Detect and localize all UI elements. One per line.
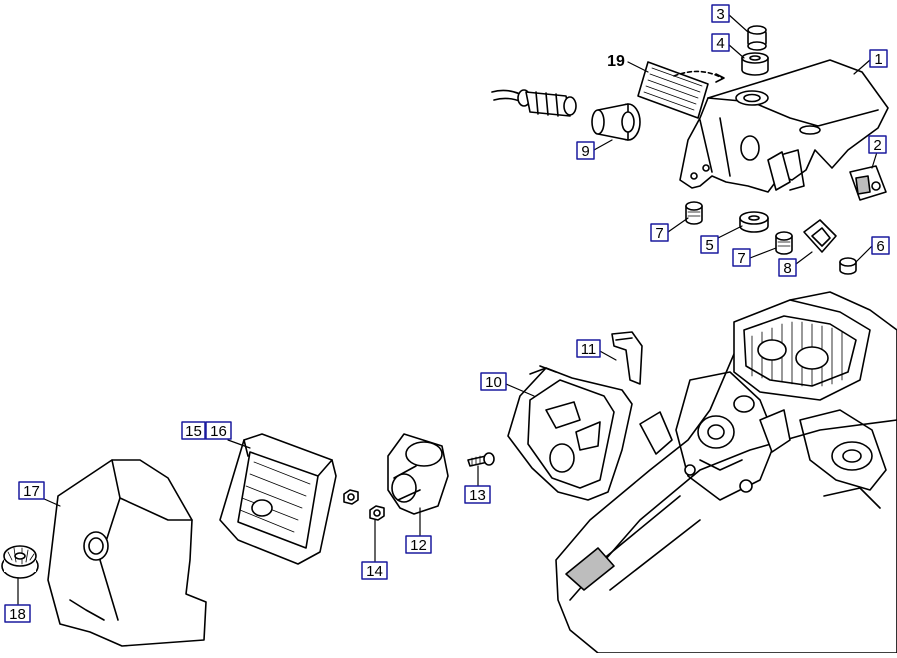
part-8-clip	[803, 219, 837, 253]
callout-12: 12	[405, 535, 432, 554]
callout-10: 10	[480, 372, 507, 391]
part-6-cap	[839, 257, 857, 275]
part-9-grommet	[591, 103, 641, 141]
callout-14-label: 14	[366, 563, 383, 580]
callout-6: 6	[871, 236, 890, 255]
part-2-latch	[849, 165, 887, 201]
leader-lines	[17, 13, 878, 605]
callout-10-label: 10	[485, 374, 502, 391]
callout-17-label: 17	[23, 483, 40, 500]
callout-7a-label: 7	[655, 225, 663, 242]
callout-5: 5	[700, 235, 719, 254]
callout-16-label: 16	[210, 423, 227, 440]
callout-15: 15	[181, 421, 206, 440]
part-10-baffle	[507, 365, 633, 501]
callout-2-label: 2	[873, 137, 881, 154]
part-11-bracket	[611, 331, 643, 385]
callout-14: 14	[361, 561, 388, 580]
callout-3-label: 3	[716, 6, 724, 23]
callout-4: 4	[711, 33, 730, 52]
callout-6-label: 6	[876, 238, 884, 255]
part-7a-buffer	[685, 201, 703, 225]
callout-19: 19	[607, 53, 625, 70]
engine-housing	[555, 291, 897, 654]
callout-3: 3	[711, 4, 730, 23]
callout-2: 2	[868, 135, 887, 154]
callout-11: 11	[576, 339, 601, 358]
callout-18-label: 18	[9, 606, 26, 623]
part-4-rubber-mount	[741, 52, 769, 76]
fuel-hose-connector	[491, 89, 577, 117]
part-19-screen	[637, 61, 725, 119]
callout-8-label: 8	[783, 260, 791, 277]
callout-7b: 7	[732, 248, 751, 267]
callout-7b-label: 7	[737, 250, 745, 267]
part-18-knob	[1, 545, 39, 579]
part-7b-buffer	[775, 231, 793, 255]
callout-8: 8	[778, 258, 797, 277]
part-3-plug	[747, 25, 767, 51]
callout-5-label: 5	[705, 237, 713, 254]
callout-4-label: 4	[716, 35, 724, 52]
callout-17: 17	[18, 481, 45, 500]
callout-13: 13	[464, 485, 491, 504]
callout-1: 1	[869, 49, 888, 68]
callout-9: 9	[576, 141, 595, 160]
part-1-shroud	[679, 59, 889, 193]
callout-labels: 1 2 3 4 5 6 7 7	[4, 4, 890, 623]
callout-13-label: 13	[469, 487, 486, 504]
part-17-top-cover	[47, 459, 207, 647]
part-14-nuts	[343, 489, 385, 521]
part-15-16-air-filter	[219, 433, 337, 565]
callout-12-label: 12	[410, 537, 427, 554]
part-12-manifold	[387, 433, 449, 515]
callout-15-label: 15	[185, 423, 202, 440]
part-13-screw	[467, 452, 495, 467]
callout-1-label: 1	[874, 51, 882, 68]
callout-11-label: 11	[581, 341, 597, 358]
callout-18: 18	[4, 604, 31, 623]
callout-7a: 7	[650, 223, 669, 242]
callout-19-label: 19	[607, 53, 625, 70]
callout-16: 16	[205, 421, 232, 440]
part-5-washer	[739, 211, 769, 233]
callout-9-label: 9	[581, 143, 589, 160]
